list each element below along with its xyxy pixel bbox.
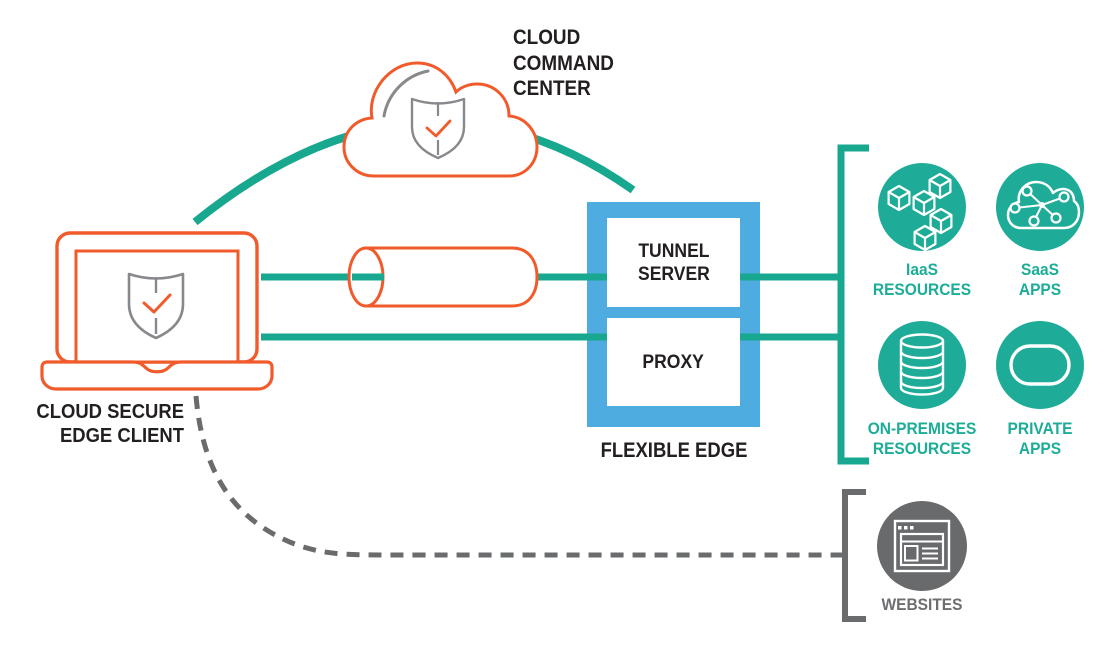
cloud-secure-edge-client-label: CLOUD SECURE EDGE CLIENT (36, 400, 184, 447)
database-stack-icon (899, 333, 945, 396)
proxy-label: PROXY (607, 318, 740, 406)
websites-dashed-line (193, 395, 843, 558)
proxy-label-text: PROXY (642, 350, 705, 373)
iaas-resources-icon (878, 163, 966, 252)
laptop-base (40, 360, 274, 391)
pill-outline-icon (1009, 344, 1071, 386)
signal-arc-icon (382, 69, 430, 118)
iaas-resources-label: IaaS RESOURCES (872, 261, 972, 299)
websites-bracket (842, 489, 866, 622)
on-premises-resources-icon (878, 321, 966, 409)
cloud-network-icon (1006, 180, 1081, 230)
websites-icon (877, 501, 967, 591)
shield-check-icon (410, 97, 466, 160)
laptop-icon (40, 231, 274, 391)
flexible-edge-label: FLEXIBLE EDGE (600, 439, 748, 462)
private-apps-label: PRIVATE APPS (1007, 420, 1073, 458)
tunnel-server-label: TUNNEL SERVER (607, 218, 740, 307)
proxy-box (607, 318, 740, 406)
tunnel-server-box (607, 218, 740, 307)
browser-window-icon (893, 519, 951, 573)
cloud-command-center-label: CLOUD COMMAND CENTER (513, 25, 614, 100)
shield-check-icon (127, 272, 185, 340)
resources-bracket (837, 144, 869, 465)
saas-apps-label: SaaS APPS (1018, 261, 1062, 299)
private-apps-icon (996, 321, 1084, 409)
on-premises-resources-label: ON-PREMISES RESOURCES (867, 420, 977, 458)
tunnel-server-label-text: TUNNEL SERVER (637, 239, 710, 285)
websites-label: WEBSITES (881, 596, 963, 614)
tunnel-icon (347, 246, 539, 308)
saas-apps-icon (996, 163, 1084, 251)
cloud-icon (342, 61, 539, 178)
